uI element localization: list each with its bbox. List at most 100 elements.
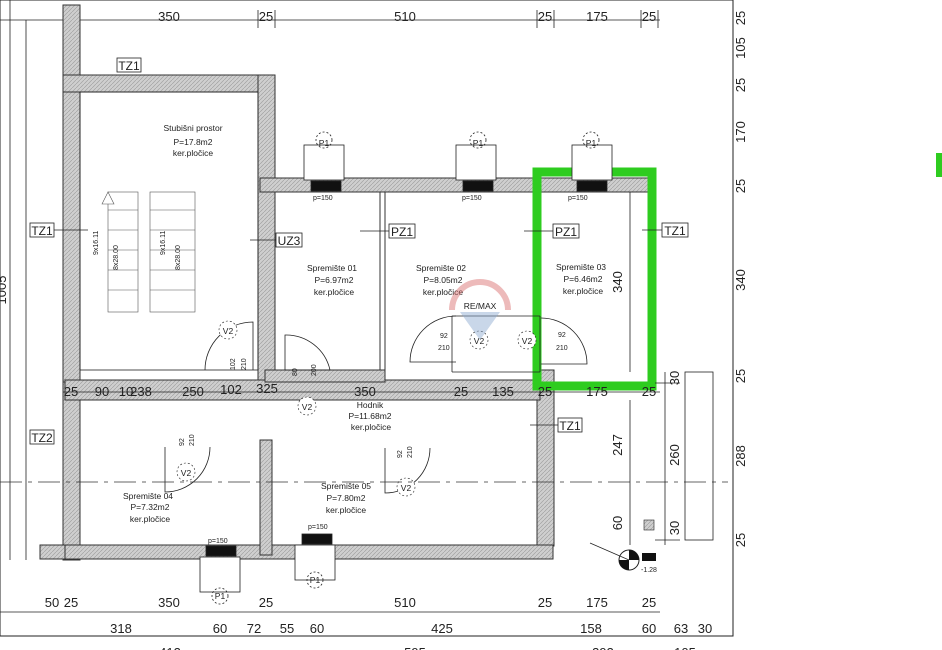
dim-top-5: 25 <box>538 9 552 24</box>
door-h-s2: 210 <box>438 345 450 352</box>
window-p1-4-label: P1 <box>215 591 226 601</box>
svg-text:170: 170 <box>733 121 748 143</box>
room-s3-area: P=6.46m2 <box>564 274 603 284</box>
door-tag-3: V2 <box>474 336 485 346</box>
top-dimension-line <box>0 10 660 28</box>
staircase <box>101 191 196 313</box>
tag-tz2: TZ2 <box>31 431 53 445</box>
dim-bottom-1-1: 50 <box>45 595 59 610</box>
svg-text:25: 25 <box>733 533 748 547</box>
watermark-text: RE/MAX <box>464 301 497 311</box>
door-tags <box>176 320 537 497</box>
dim-bottom-1-5: 510 <box>394 595 416 610</box>
tag-boxes <box>29 57 689 445</box>
dim-right-30b: 30 <box>667 521 682 535</box>
room-s1-name: Spremište 01 <box>307 263 357 273</box>
dim-bottom-1-8: 25 <box>642 595 656 610</box>
dim-bottom-2-8: 60 <box>642 621 656 636</box>
stair-label-c: 9x16.11 <box>160 231 167 255</box>
dim-mid-7: 325 <box>256 381 278 396</box>
remax-watermark <box>449 279 511 340</box>
dim-bottom-3-2: 595 <box>404 645 426 650</box>
right-dimension-lines <box>629 192 714 545</box>
dim-bottom-2-3: 72 <box>247 621 261 636</box>
dim-top-4: 510 <box>394 9 416 24</box>
window-p150-2: p=150 <box>462 195 482 202</box>
dim-right-60: 60 <box>610 516 625 530</box>
highlight-marker <box>936 153 942 177</box>
room-stair-name: Stubišni prostor <box>163 123 222 133</box>
room-stair-floor: ker.pločice <box>173 148 213 158</box>
svg-text:25: 25 <box>733 78 748 92</box>
window-p1-5-label: P1 <box>310 575 321 585</box>
dim-bottom-1-7: 175 <box>586 595 608 610</box>
tag-tz1-hall: TZ1 <box>559 419 581 433</box>
dim-mid-5: 250 <box>182 384 204 399</box>
dim-bottom-1-6: 25 <box>538 595 552 610</box>
dim-mid-11: 25 <box>538 384 552 399</box>
window-p1-2-label: P1 <box>473 138 484 148</box>
room-s5-floor: ker.pločice <box>326 505 366 515</box>
door-w-stair: 102 <box>230 358 237 370</box>
window-p1-4 <box>199 545 241 605</box>
door-w-s3: 92 <box>558 332 566 339</box>
dim-bottom-2-1: 318 <box>110 621 132 636</box>
svg-text:25: 25 <box>733 369 748 383</box>
dim-mid-6: 102 <box>220 382 242 397</box>
room-s3-floor: ker.pločice <box>563 286 603 296</box>
doors <box>164 315 588 494</box>
dim-mid-4: 238 <box>130 384 152 399</box>
door-h-hall: 200 <box>311 364 318 376</box>
stair-room-outline <box>79 91 259 371</box>
window-p1-1-label: P1 <box>319 138 330 148</box>
tag-tz1-right: TZ1 <box>664 224 686 238</box>
room-s5-name: Spremište 05 <box>321 481 371 491</box>
room-s4-floor: ker.pločice <box>130 514 170 524</box>
room-s2-floor: ker.pločice <box>423 287 463 297</box>
dim-bottom-3-1: 412 <box>159 645 181 650</box>
door-h-s4: 210 <box>189 434 196 446</box>
room-s4-name: Spremište 04 <box>123 491 173 501</box>
window-p1-2 <box>455 131 497 192</box>
dim-bottom-3-4: 105 <box>674 645 696 650</box>
dim-bottom-1-2: 25 <box>64 595 78 610</box>
dim-mid-3: 10 <box>119 384 133 399</box>
level-marker <box>589 519 656 571</box>
dim-right-247: 247 <box>610 434 625 456</box>
door-h-s5: 210 <box>407 446 414 458</box>
door-tag-1: V2 <box>223 326 234 336</box>
dim-mid-1: 25 <box>64 384 78 399</box>
room-s5-area: P=7.80m2 <box>327 493 366 503</box>
level-label: -1.28 <box>641 567 657 574</box>
window-p150-1: p=150 <box>313 195 333 202</box>
room-stair-area: P=17.8m2 <box>174 137 213 147</box>
room-s2-area: P=8.05m2 <box>424 275 463 285</box>
tag-pz1-a: PZ1 <box>391 225 413 239</box>
window-p1-3-label: P1 <box>586 138 597 148</box>
dim-top-7: 25 <box>642 9 656 24</box>
window-p1-3 <box>571 131 613 192</box>
bottom-dimension-lines <box>0 611 720 637</box>
dim-bottom-2-4: 55 <box>280 621 294 636</box>
tag-tz1-left: TZ1 <box>31 224 53 238</box>
dim-top-3: 25 <box>259 9 273 24</box>
dim-mid-13: 25 <box>642 384 656 399</box>
room-hall-area: P=11.68m2 <box>348 411 391 421</box>
window-p150-5: p=150 <box>308 524 328 531</box>
room-hall-name: Hodnik <box>357 400 384 410</box>
room-s2-name: Spremište 02 <box>416 263 466 273</box>
svg-text:288: 288 <box>733 445 748 467</box>
dim-bottom-2-7: 158 <box>580 621 602 636</box>
stair-label-a: 9x16.11 <box>93 231 100 255</box>
tag-tz1-top: TZ1 <box>118 59 140 73</box>
svg-text:25: 25 <box>733 179 748 193</box>
dim-right-260: 260 <box>667 444 682 466</box>
dim-top-6: 175 <box>586 9 608 24</box>
door-tag-6: V2 <box>401 483 412 493</box>
door-w-hall: 80 <box>292 368 299 376</box>
door-w-s2: 92 <box>440 333 448 340</box>
room-hall-floor: ker.pločice <box>351 422 391 432</box>
dim-mid-10: 135 <box>492 384 514 399</box>
svg-text:25: 25 <box>733 11 748 25</box>
